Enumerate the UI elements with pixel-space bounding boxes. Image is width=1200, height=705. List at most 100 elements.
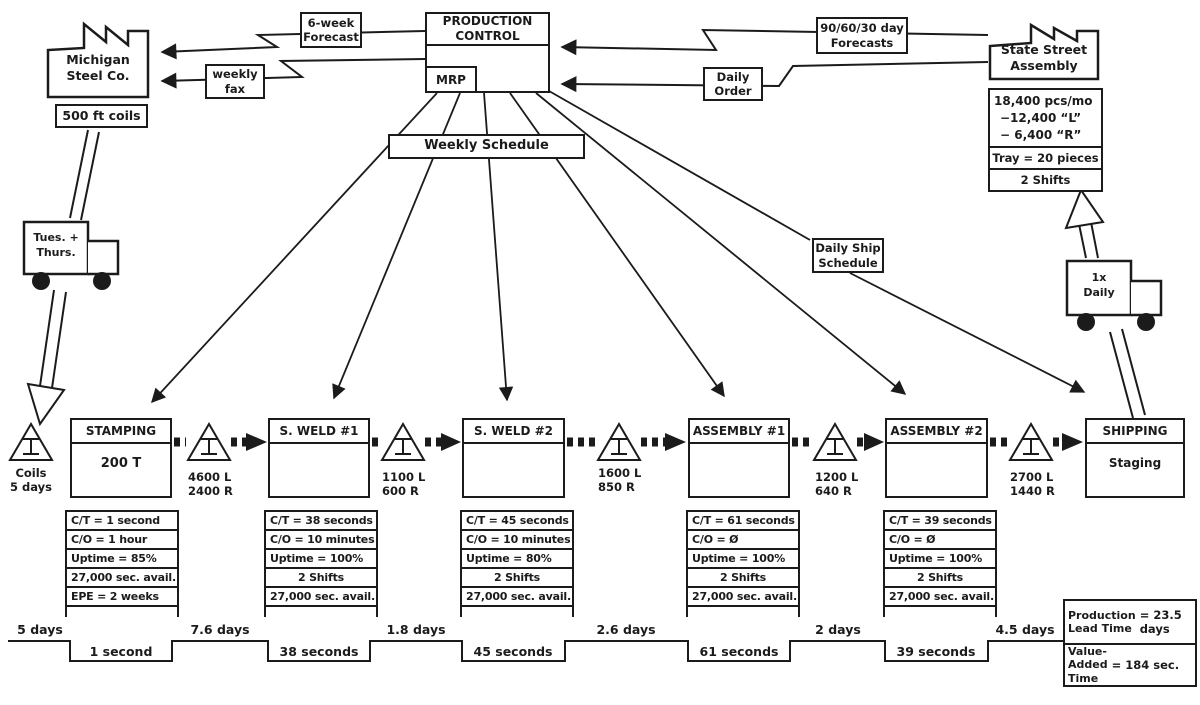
process-time-label: 38 seconds xyxy=(279,644,359,659)
inbound-truck: Tues. + Thurs. xyxy=(22,220,126,292)
customer-demand-right: − 6,400 “R” xyxy=(1000,128,1082,142)
wait-time-label: 4.5 days xyxy=(995,622,1055,637)
process-time-label: 39 seconds xyxy=(896,644,976,659)
process-detail xyxy=(270,444,368,456)
daily-order-arrow xyxy=(560,61,989,93)
truck-to-customer-shaft-b xyxy=(1090,221,1099,259)
push-arrows xyxy=(174,433,1083,451)
process-sweld2: S. WELD #2 xyxy=(462,418,565,498)
coils-to-truck-line-a xyxy=(69,129,89,219)
process-title: S. WELD #2 xyxy=(464,420,563,444)
truck-icon xyxy=(22,220,120,290)
inventory-icon xyxy=(812,422,858,461)
databox-bracket xyxy=(460,607,574,617)
supplier-name: Michigan Steel Co. xyxy=(66,52,130,84)
databox-bracket xyxy=(264,607,378,617)
daily-ship-schedule-label: Daily Ship Schedule xyxy=(812,238,884,273)
inventory-icon xyxy=(8,422,54,461)
process-title: SHIPPING xyxy=(1087,420,1183,444)
lead-time-value: = 23.5 days xyxy=(1139,608,1182,636)
process-title: ASSEMBLY #1 xyxy=(690,420,788,444)
databox-assembly2: C/T = 39 seconds C/O = Ø Uptime = 100% 2… xyxy=(883,510,997,607)
value-added-value: = 184 sec. xyxy=(1111,658,1180,672)
coils-to-truck-line-b xyxy=(80,131,100,221)
databox-bracket xyxy=(65,607,179,617)
push-arrow-2 xyxy=(372,433,461,451)
inventory-icon xyxy=(596,422,642,461)
timeline-line xyxy=(8,640,1063,662)
wait-time-label: 2 days xyxy=(815,622,861,637)
daily-order-label: Daily Order xyxy=(703,67,763,101)
process-shipping: SHIPPING Staging xyxy=(1085,418,1185,498)
databox-bracket xyxy=(686,607,800,617)
inventory-5 xyxy=(1008,421,1054,463)
databox-bracket xyxy=(883,607,997,617)
forecasts-arrow xyxy=(560,28,989,56)
inventory-2 xyxy=(380,421,426,463)
inventory-label: 4600 L 2400 R xyxy=(188,470,233,499)
shipping-to-truck-line-b xyxy=(1121,328,1146,416)
process-stamping: STAMPING 200 T xyxy=(70,418,172,498)
truck-to-coils-shaft-a xyxy=(39,289,55,387)
customer-demand-left: −12,400 “L” xyxy=(1000,111,1082,125)
process-title: S. WELD #1 xyxy=(270,420,368,444)
production-control-box: PRODUCTION CONTROL MRP xyxy=(425,12,550,93)
push-arrow-5 xyxy=(990,433,1083,451)
inventory-icon xyxy=(186,422,232,461)
weekly-fax-arrow xyxy=(160,58,426,89)
push-arrow-1 xyxy=(174,433,267,451)
customer-tray-label: Tray = 20 pieces xyxy=(990,146,1101,168)
customer-shifts-label: 2 Shifts xyxy=(990,168,1101,190)
inventory-label: 2700 L 1440 R xyxy=(1010,470,1055,499)
lead-time-label: Production Lead Time xyxy=(1068,608,1136,635)
truck-to-coils-arrowhead xyxy=(26,382,66,427)
databox-sweld2: C/T = 45 seconds C/O = 10 minutes Uptime… xyxy=(460,510,574,607)
customer-factory: State Street Assembly xyxy=(988,22,1100,82)
process-time-label: 45 seconds xyxy=(473,644,553,659)
process-detail: Staging xyxy=(1108,456,1162,470)
push-arrow-4 xyxy=(792,433,884,451)
inventory-label: 1200 L 640 R xyxy=(815,470,859,499)
supplier-coils-label: 500 ft coils xyxy=(55,104,148,128)
production-control-title: PRODUCTION CONTROL xyxy=(427,14,548,46)
shipping-to-truck-line-a xyxy=(1109,331,1134,419)
databox-stamping: C/T = 1 second C/O = 1 hour Uptime = 85%… xyxy=(65,510,179,607)
wait-time-label: 2.6 days xyxy=(596,622,656,637)
daily-ship-link-in xyxy=(548,90,811,241)
inventory-icon xyxy=(380,422,426,461)
truck-to-customer-shaft-a xyxy=(1078,223,1087,259)
wait-time-label: 7.6 days xyxy=(190,622,250,637)
inventory-label: 1100 L 600 R xyxy=(382,470,426,499)
inventory-icon xyxy=(1008,422,1054,461)
inventory-3 xyxy=(596,421,642,463)
value-added-label: Value- Added Time xyxy=(1068,645,1108,685)
factory-icon xyxy=(46,21,150,99)
databox-sweld1: C/T = 38 seconds C/O = 10 minutes Uptime… xyxy=(264,510,378,607)
six-week-forecast-arrow xyxy=(160,30,426,60)
inventory-4 xyxy=(812,421,858,463)
customer-name: State Street Assembly xyxy=(1000,42,1088,74)
process-sweld1: S. WELD #1 xyxy=(268,418,370,498)
weekly-schedule-label: Weekly Schedule xyxy=(388,134,585,159)
wait-time-label: 5 days xyxy=(17,622,63,637)
process-detail xyxy=(690,444,788,456)
truck-to-coils-shaft-b xyxy=(51,291,67,389)
factory-icon xyxy=(988,22,1100,81)
databox-assembly1: C/T = 61 seconds C/O = Ø Uptime = 100% 2… xyxy=(686,510,800,607)
inventory-label: 1600 L 850 R xyxy=(598,466,642,495)
process-time-label: 61 seconds xyxy=(699,644,779,659)
process-assembly1: ASSEMBLY #1 xyxy=(688,418,790,498)
schedule-fan-arrows xyxy=(151,90,1086,404)
six-week-forecast-label: 6-week Forecast xyxy=(300,12,362,48)
forecasts-label: 90/60/30 day Forecasts xyxy=(816,17,908,54)
schedule-arrow-assembly2 xyxy=(535,92,907,395)
process-detail xyxy=(887,444,986,456)
process-detail: 200 T xyxy=(100,456,142,471)
process-title: ASSEMBLY #2 xyxy=(887,420,986,444)
inventory-label: Coils 5 days xyxy=(10,466,52,495)
timeline-summary-box: Production Lead Time = 23.5 days Value- … xyxy=(1063,599,1197,687)
outbound-truck: 1x Daily xyxy=(1065,253,1165,331)
outbound-frequency: 1x Daily xyxy=(1083,271,1115,299)
process-assembly2: ASSEMBLY #2 xyxy=(885,418,988,498)
